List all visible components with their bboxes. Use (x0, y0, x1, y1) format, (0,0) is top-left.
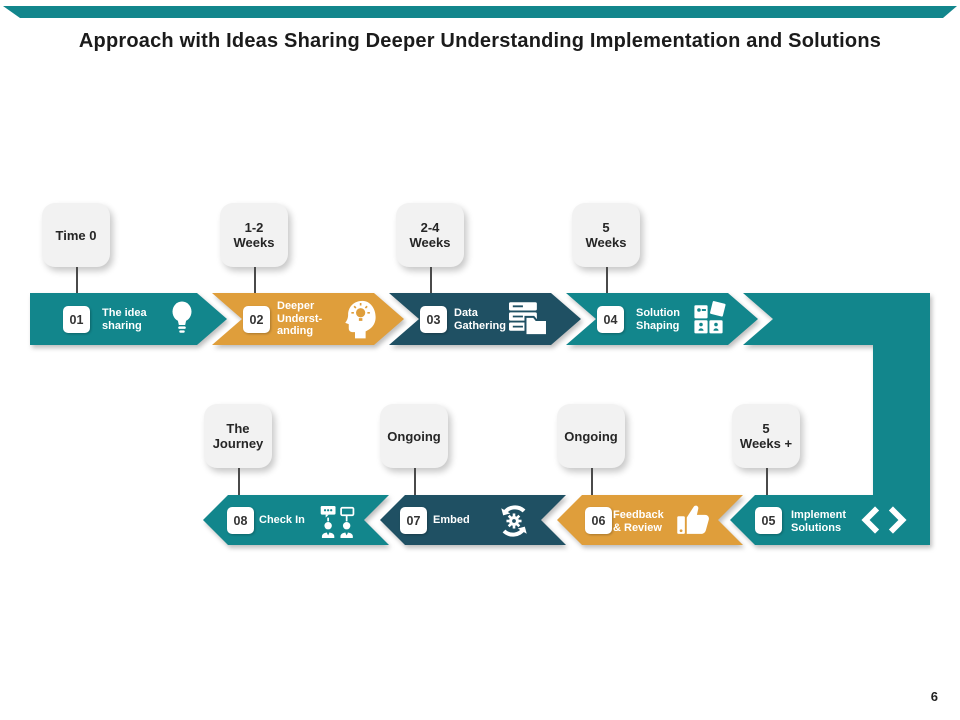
step-6-label: Feedback & Review (613, 509, 664, 534)
step-7-label: Embed (433, 514, 470, 526)
step-2-number: 02 (243, 306, 270, 333)
lightbulb-icon (172, 301, 192, 333)
head-idea-icon (345, 300, 376, 339)
thumbs-up-icon (677, 505, 709, 534)
code-brackets-icon (861, 506, 907, 534)
sync-gear-icon (501, 505, 527, 537)
time-box-step-3: 2-4 Weeks (396, 203, 464, 267)
time-box-step-7: Ongoing (380, 404, 448, 468)
connector-step-6 (591, 468, 593, 495)
step-8-number: 08 (227, 507, 254, 534)
time-box-step-8: The Journey (204, 404, 272, 468)
time-box-step-5: 5 Weeks + (732, 404, 800, 468)
step-2-label: Deeper Underst- anding (277, 300, 323, 337)
step-4-label: Solution Shaping (636, 307, 680, 332)
time-box-step-6: Ongoing (557, 404, 625, 468)
step-1-arrow (30, 293, 227, 345)
step-8-label: Check In (259, 514, 305, 526)
time-box-step-4: 5 Weeks (572, 203, 640, 267)
step-7-number: 07 (400, 507, 427, 534)
people-chat-icon (320, 505, 355, 539)
connector-step-8 (238, 468, 240, 495)
connector-step-1 (76, 267, 78, 293)
time-box-step-1: Time 0 (42, 203, 110, 267)
data-files-icon (509, 302, 549, 337)
connector-step-4 (606, 267, 608, 293)
step-1-label: The idea sharing (102, 307, 147, 332)
connector-step-2 (254, 267, 256, 293)
step-4-number: 04 (597, 306, 624, 333)
time-box-step-2: 1-2 Weeks (220, 203, 288, 267)
step-3-number: 03 (420, 306, 447, 333)
step-5-label: Implement Solutions (791, 509, 847, 534)
step-6-number: 06 (585, 507, 612, 534)
step-1-number: 01 (63, 306, 90, 333)
connector-step-5 (766, 468, 768, 495)
puzzle-icon (694, 301, 726, 334)
step-3-label: Data Gathering (454, 307, 506, 332)
page-number: 6 (930, 689, 938, 704)
step-5-number: 05 (755, 507, 782, 534)
connector-step-7 (414, 468, 416, 495)
slide-title: Approach with Ideas Sharing Deeper Under… (78, 30, 882, 52)
connector-step-3 (430, 267, 432, 293)
top-accent-bar (3, 6, 957, 18)
